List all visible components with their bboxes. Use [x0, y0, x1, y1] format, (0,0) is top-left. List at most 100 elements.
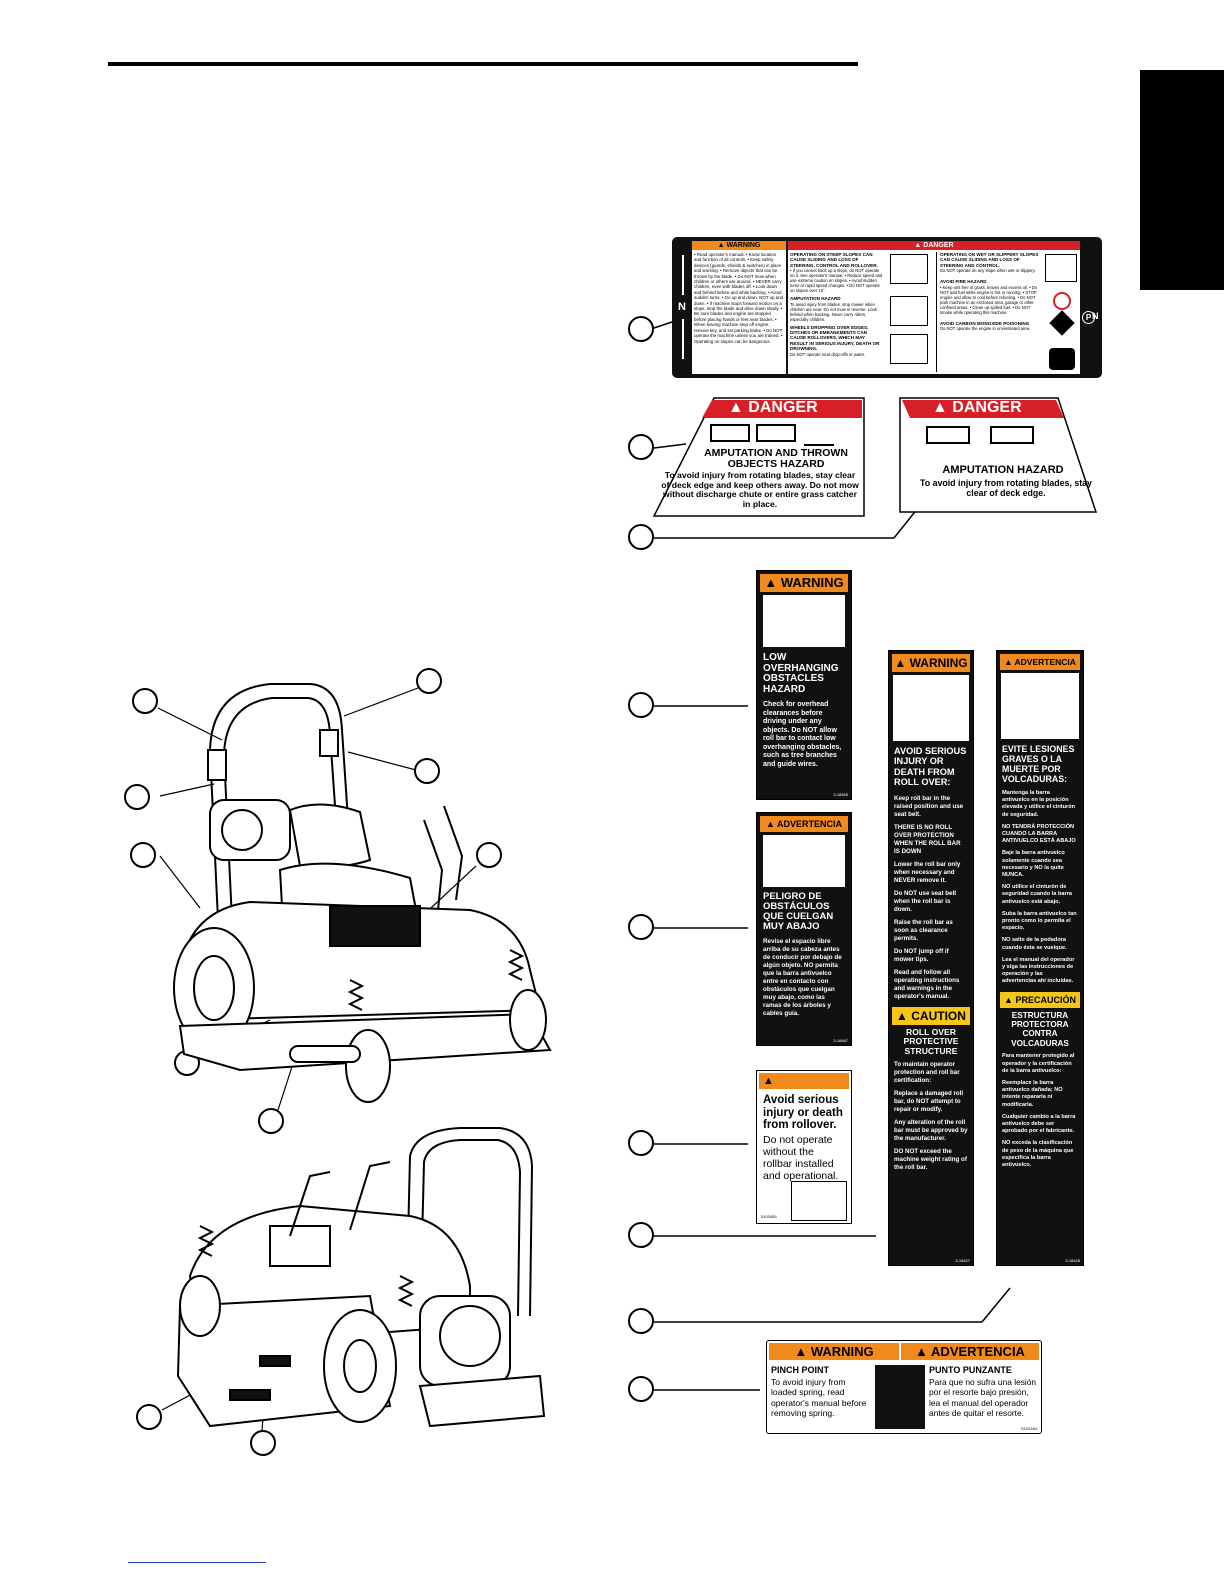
overhang-en-header: ▲ WARNING: [760, 574, 848, 592]
callout-circle: [628, 524, 654, 550]
rops-es-p5: Suba la barra antivuelco tan pronto como…: [1002, 910, 1077, 932]
callout-circle: [628, 1222, 654, 1248]
rops-es-caution-header-text: PRECAUCIÓN: [1015, 994, 1076, 1005]
overhang-es-label: ▲ ADVERTENCIA PELIGRO DE OBSTÁCULOS QUE …: [756, 812, 852, 1046]
pinch-text-en: To avoid injury from loaded spring, read…: [771, 1377, 867, 1419]
dropoff-pictogram-icon: [890, 334, 928, 364]
rops-es-p7: Lea el manual del operador y siga las in…: [1002, 956, 1075, 985]
rollover-pictogram-icon: [1001, 673, 1079, 739]
danger-amp-text: To avoid injury from rotating blades, st…: [920, 478, 1092, 498]
danger-thrown-text: To avoid injury from rotating blades, st…: [661, 470, 859, 509]
amp-title: AMPUTATION HAZARD: [790, 296, 841, 302]
danger-thrown-title: AMPUTATION AND THROWN OBJECTS HAZARD: [704, 447, 848, 470]
callout-circle: [628, 1376, 654, 1402]
overhang-es-title: PELIGRO DE OBSTÁCULOS QUE CUELGAN MUY AB…: [763, 891, 834, 932]
rops-es-p4: NO utilice el cinturón de seguridad cuan…: [1002, 884, 1072, 905]
rops-en-c4: DO NOT exceed the machine weight rating …: [894, 1148, 967, 1172]
danger-thrown-shape: [652, 397, 865, 517]
overhang-es-code: 3-18467: [833, 1038, 848, 1043]
callout-circle: [628, 914, 654, 940]
rops-en-p5: Raise the roll bar as soon as clearance …: [894, 918, 953, 942]
rops-es-c3: Cualquier cambio a la barra antivuelco d…: [1002, 1113, 1076, 1135]
blade-pictogram-icon: [890, 296, 928, 326]
rops-en-header-text: WARNING: [909, 656, 968, 670]
overhang-en-text: Check for overhead clearances before dri…: [763, 701, 842, 768]
console-safety-label: N ▲ WARNING • Read operator's manual. • …: [672, 237, 1102, 378]
pinch-title-es: PUNTO PUNZANTE: [929, 1365, 1012, 1375]
rops-en-caution-title: ROLL OVER PROTECTIVE STRUCTURE: [903, 1026, 959, 1056]
neutral-letter: N: [678, 301, 686, 313]
rops-es-header-text: ADVERTENCIA: [1014, 657, 1076, 667]
rops-en-caution-header-text: CAUTION: [911, 1008, 966, 1023]
rops-es-code: 3-18428: [1065, 1258, 1080, 1263]
rollover-small-title: Avoid serious injury or death from rollo…: [763, 1094, 843, 1131]
rops-en-header: ▲ WARNING: [892, 654, 970, 672]
rops-en-p6: Do NOT jump off if mower tips.: [894, 947, 949, 963]
slope-pictogram-icon: [890, 254, 928, 284]
warning-header: ▲ WARNING: [692, 241, 786, 250]
flame-icon: [1049, 310, 1075, 336]
console-warning-panel: ▲ WARNING • Read operator's manual. • Kn…: [692, 241, 786, 374]
warning-text: • Read operator's manual. • Know locatio…: [694, 252, 784, 344]
fire-text: • Keep unit free of grass, leaves and ex…: [940, 284, 1038, 315]
thrown-object-icon: [804, 420, 834, 446]
rops-en-c1: To maintain operator protection and roll…: [894, 1061, 960, 1085]
rops-en-p4: Do NOT use seat belt when the roll bar i…: [894, 889, 957, 913]
console-danger-panel: ▲ DANGER OPERATING ON STEEP SLOPES CAN C…: [788, 241, 1080, 374]
arrow-up-icon: [682, 255, 684, 295]
pinch-point-label: ▲ WARNING ▲ ADVERTENCIA PINCH POINT To a…: [766, 1340, 1042, 1434]
mower-illustration-front: [173, 683, 552, 1103]
section-tab: [1140, 70, 1224, 290]
overhang-en-title: LOW OVERHANGING OBSTACLES HAZARD: [763, 652, 839, 695]
blade-foot-icon: [990, 426, 1034, 444]
steep-text: • If you cannot back up a slope, do NOT …: [790, 268, 883, 294]
co-text: Do NOT operate the engine in unventilate…: [940, 326, 1031, 332]
rops-es-c4: NO exceda la clasificación de peso de la…: [1002, 1140, 1074, 1168]
wet-slope-pictogram-icon: [1045, 254, 1077, 282]
arrow-down-icon: [682, 319, 684, 359]
rops-es-p3: Baje la barra antivuelco solamente cuand…: [1002, 850, 1065, 879]
rops-en-caution-header: ▲ CAUTION: [892, 1006, 970, 1025]
fire-title: AVOID FIRE HAZARD: [940, 279, 987, 285]
overhang-es-text: Revise el espacio libre arriba de su cab…: [763, 938, 842, 1017]
pinch-hand-icon: [875, 1365, 925, 1429]
rollover-small-header: ▲: [759, 1073, 849, 1089]
pinch-header-en: ▲ WARNING: [769, 1343, 899, 1360]
callout-circle: [414, 758, 440, 784]
callout-circle: [416, 668, 442, 694]
callout-circle: [476, 842, 502, 868]
overhang-en-label: ▲ WARNING LOW OVERHANGING OBSTACLES HAZA…: [756, 570, 852, 800]
wheels-title: WHEELS DROPPING OVER EDGES, DITCHES OR E…: [790, 324, 880, 352]
rollover-small-text: Do not operate without the rollbar insta…: [763, 1133, 839, 1182]
rops-en-c3: Any alteration of the roll bar must be a…: [894, 1119, 968, 1143]
rops-es-p6: NO salte de la podadora cuando ésta se v…: [1002, 937, 1067, 951]
pinch-header-es-text: ADVERTENCIA: [931, 1344, 1025, 1359]
rops-es-label: ▲ ADVERTENCIA EVITE LESIONES GRAVES O LA…: [996, 650, 1084, 1266]
callout-circle: [628, 434, 654, 460]
rops-es-c1: Para mantener protegido al operador y la…: [1002, 1053, 1075, 1074]
rops-es-header: ▲ ADVERTENCIA: [1000, 654, 1080, 670]
pinch-header-en-text: WARNING: [810, 1344, 874, 1359]
danger-amp-header-text: DANGER: [952, 399, 1022, 416]
rops-en-code: 3-18427: [955, 1258, 970, 1263]
danger-thrown-label: ▲ DANGER AMPUTATION AND THROWN OBJECTS H…: [652, 396, 866, 520]
amp-text: To avoid injury from blades, stop mower …: [790, 301, 877, 322]
overhang-pictogram-icon: [763, 595, 845, 647]
park-letter: P: [1082, 311, 1095, 324]
rops-es-caution-header: ▲ PRECAUCIÓN: [1000, 991, 1080, 1008]
rops-es-title: EVITE LESIONES GRAVES O LA MUERTE POR VO…: [1002, 744, 1075, 784]
rops-en-title: AVOID SERIOUS INJURY OR DEATH FROM ROLL …: [894, 746, 967, 788]
callout-circle: [132, 688, 158, 714]
danger-amp-label: ▲ DANGER AMPUTATION HAZARD To avoid inju…: [898, 396, 1098, 514]
callout-circle: [628, 1130, 654, 1156]
pinch-title-en: PINCH POINT: [771, 1365, 830, 1375]
rops-en-c2: Replace a damaged roll bar, do NOT attem…: [894, 1090, 964, 1114]
blade-foot-icon: [756, 424, 796, 442]
rops-es-p1: Mantenga la barra antivuelco en la posic…: [1002, 790, 1076, 818]
danger-thrown-header-text: DANGER: [748, 399, 818, 416]
footer-link-underline[interactable]: [128, 1562, 266, 1563]
rollbar-mower-icon: [791, 1181, 847, 1221]
console-neutral-left: N: [676, 247, 690, 369]
steep-title: OPERATING ON STEEP SLOPES CAN CAUSE SLID…: [790, 252, 878, 268]
danger-amp-title: AMPUTATION HAZARD: [942, 464, 1064, 476]
